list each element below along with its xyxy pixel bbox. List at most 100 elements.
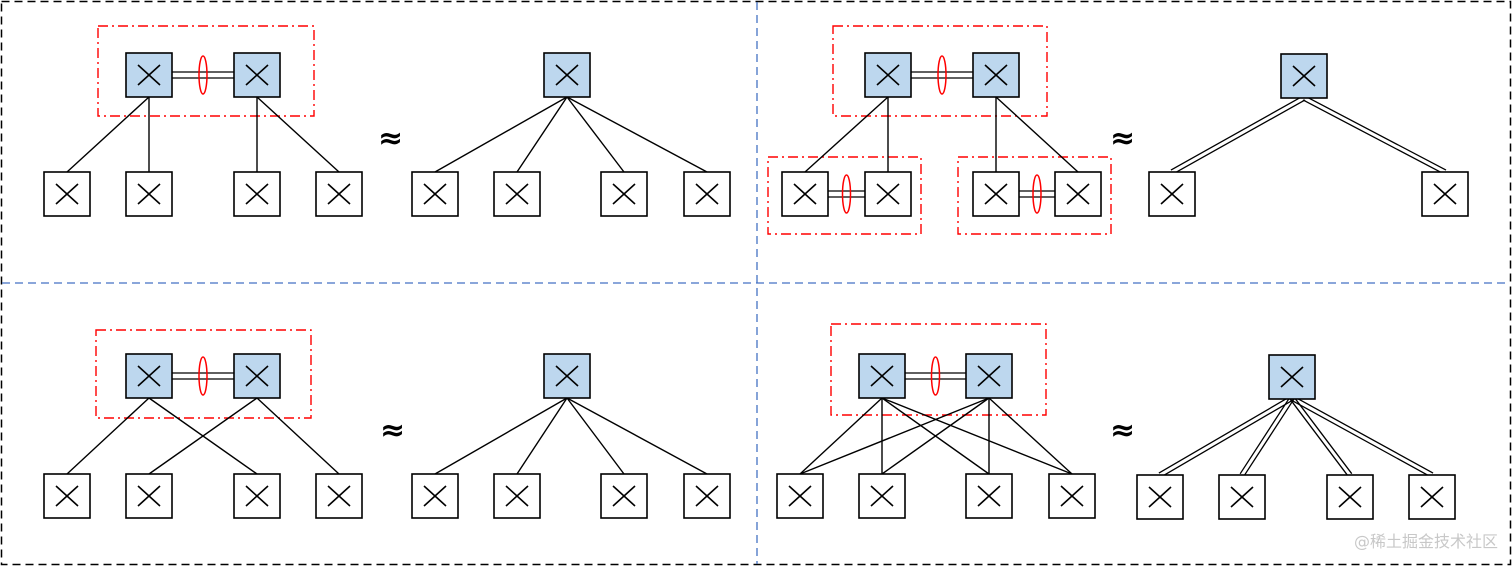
x-cross-icon bbox=[505, 485, 529, 507]
panel-bottom-right bbox=[776, 323, 1456, 520]
host-node bbox=[493, 473, 541, 519]
x-cross-icon bbox=[612, 485, 636, 507]
host-node bbox=[125, 171, 173, 217]
panel-top-right bbox=[767, 25, 1469, 235]
approx-symbol: ≈ bbox=[380, 413, 405, 448]
double-link bbox=[1239, 396, 1295, 477]
host-node bbox=[1326, 474, 1374, 520]
host-node bbox=[315, 171, 363, 217]
x-cross-icon bbox=[245, 64, 269, 86]
switch-node bbox=[543, 52, 591, 98]
stack-group-box bbox=[95, 329, 312, 419]
switch-node bbox=[543, 353, 591, 399]
link bbox=[799, 397, 990, 475]
link bbox=[66, 397, 150, 475]
x-cross-icon bbox=[984, 183, 1008, 205]
host-node bbox=[864, 171, 912, 217]
double-link bbox=[1290, 395, 1434, 478]
host-node bbox=[411, 171, 459, 217]
x-cross-icon bbox=[1292, 65, 1316, 87]
x-cross-icon bbox=[245, 365, 269, 387]
host-node bbox=[1218, 474, 1266, 520]
x-cross-icon bbox=[1066, 183, 1090, 205]
link-aggregation-ring bbox=[841, 174, 852, 214]
watermark: @稀土掘金技术社区 bbox=[1353, 532, 1498, 551]
link bbox=[881, 397, 1073, 475]
host-node bbox=[600, 473, 648, 519]
switch-node bbox=[1268, 354, 1316, 400]
host-node bbox=[1136, 474, 1184, 520]
x-cross-icon bbox=[870, 485, 894, 507]
double-link bbox=[1170, 95, 1306, 175]
x-cross-icon bbox=[555, 64, 579, 86]
x-cross-icon bbox=[870, 365, 894, 387]
switch-node bbox=[125, 353, 173, 399]
link bbox=[66, 96, 150, 173]
panel-top-left bbox=[43, 25, 731, 217]
x-cross-icon bbox=[327, 485, 351, 507]
host-node bbox=[1054, 171, 1102, 217]
switch-node bbox=[864, 52, 912, 98]
x-cross-icon bbox=[137, 365, 161, 387]
link bbox=[881, 397, 990, 475]
host-node bbox=[1148, 171, 1196, 217]
x-cross-icon bbox=[137, 485, 161, 507]
x-cross-icon bbox=[1338, 486, 1362, 508]
host-node bbox=[233, 171, 281, 217]
switch-node bbox=[972, 52, 1020, 98]
x-cross-icon bbox=[1433, 183, 1457, 205]
link-aggregation-ring bbox=[930, 356, 941, 396]
stack-group-box bbox=[830, 323, 1047, 416]
link bbox=[516, 397, 568, 475]
link bbox=[566, 397, 625, 475]
x-cross-icon bbox=[1280, 366, 1304, 388]
host-node bbox=[600, 171, 648, 217]
link bbox=[566, 397, 708, 475]
stack-group-box bbox=[957, 156, 1112, 235]
x-cross-icon bbox=[555, 365, 579, 387]
link bbox=[995, 96, 1079, 173]
x-cross-icon bbox=[327, 183, 351, 205]
x-cross-icon bbox=[695, 485, 719, 507]
link bbox=[256, 96, 340, 173]
stack-link bbox=[828, 174, 865, 214]
switch-node bbox=[965, 353, 1013, 399]
x-cross-icon bbox=[423, 485, 447, 507]
switch-node bbox=[233, 52, 281, 98]
host-node bbox=[125, 473, 173, 519]
x-cross-icon bbox=[612, 183, 636, 205]
x-cross-icon bbox=[245, 183, 269, 205]
link-aggregation-ring bbox=[198, 55, 208, 95]
switch-node bbox=[233, 353, 281, 399]
stack-link bbox=[172, 55, 234, 95]
stack-link bbox=[911, 55, 973, 95]
host-node bbox=[1421, 171, 1469, 217]
switch-node bbox=[1280, 53, 1328, 99]
host-node bbox=[683, 473, 731, 519]
link bbox=[799, 397, 883, 475]
switch-node bbox=[125, 52, 173, 98]
double-link bbox=[1289, 396, 1353, 477]
panel-bottom-left bbox=[43, 329, 731, 519]
host-node bbox=[233, 473, 281, 519]
x-cross-icon bbox=[788, 485, 812, 507]
link-aggregation-ring bbox=[1032, 174, 1042, 214]
stack-group-box bbox=[832, 25, 1048, 117]
x-cross-icon bbox=[1160, 183, 1184, 205]
approx-symbol: ≈ bbox=[1110, 121, 1135, 156]
approx-symbol: ≈ bbox=[1110, 413, 1135, 448]
x-cross-icon bbox=[793, 183, 817, 205]
stack-link bbox=[1019, 174, 1055, 214]
stack-link bbox=[172, 356, 234, 396]
x-cross-icon bbox=[1420, 486, 1444, 508]
link bbox=[148, 397, 258, 475]
x-cross-icon bbox=[876, 183, 900, 205]
x-cross-icon bbox=[423, 183, 447, 205]
x-cross-icon bbox=[1148, 486, 1172, 508]
x-cross-icon bbox=[1060, 485, 1084, 507]
host-node bbox=[493, 171, 541, 217]
stack-group-box bbox=[767, 156, 922, 235]
switch-node bbox=[858, 353, 906, 399]
